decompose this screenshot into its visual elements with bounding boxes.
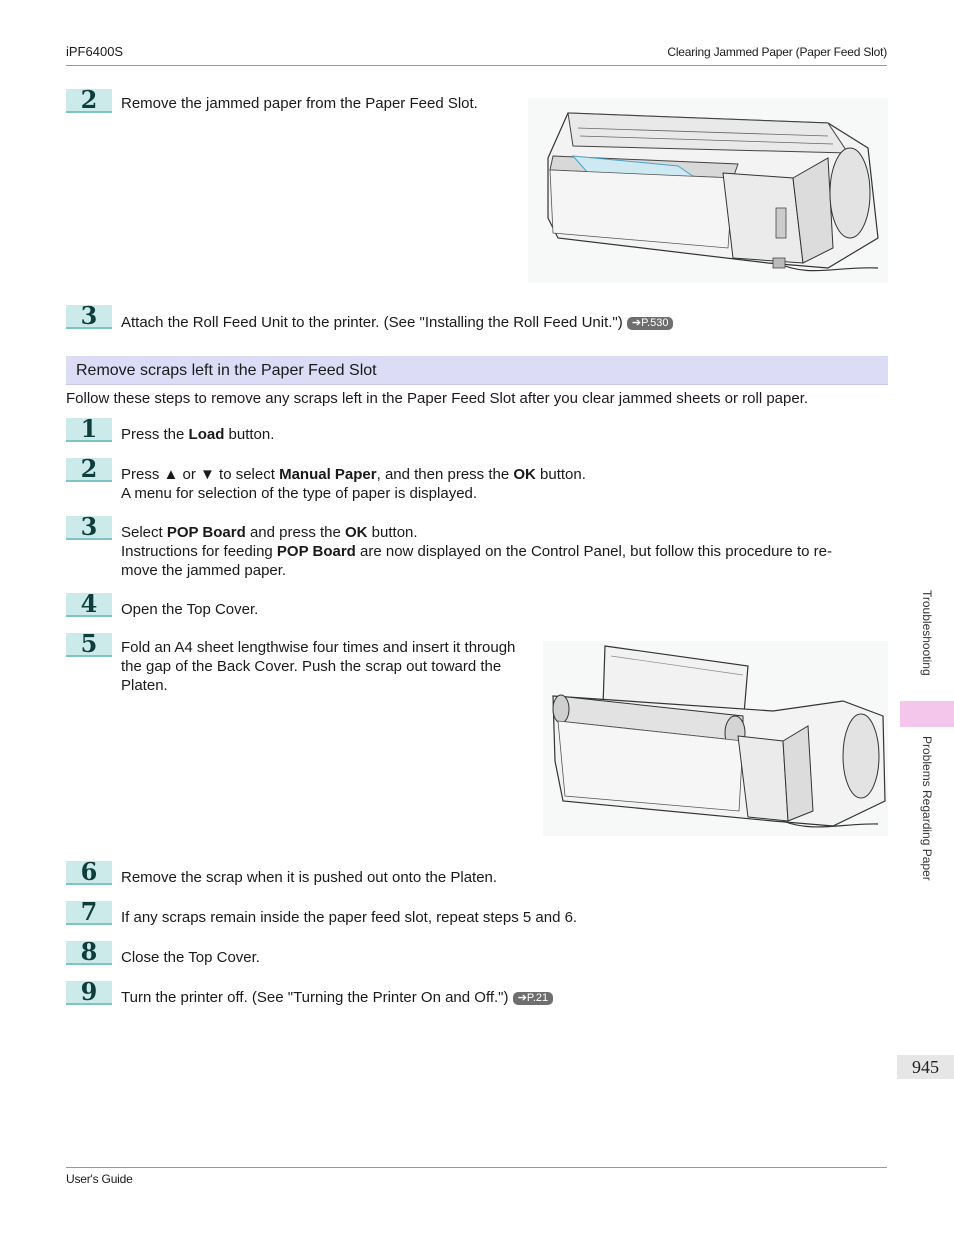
side-tab-highlight — [900, 701, 954, 727]
step-text: Press the Load button. — [121, 426, 275, 443]
step-number-badge: 3 — [66, 304, 112, 329]
header-section-title: Clearing Jammed Paper (Paper Feed Slot) — [667, 45, 887, 59]
step-number-badge: 6 — [66, 860, 112, 885]
printer-jammed-paper-illustration — [528, 98, 888, 283]
section-heading: Remove scraps left in the Paper Feed Slo… — [66, 356, 888, 385]
step-text: Fold an A4 sheet lengthwise four times a… — [121, 639, 516, 694]
step-number-badge: 7 — [66, 900, 112, 925]
side-tab-problems-regarding-paper[interactable]: Problems Regarding Paper — [920, 736, 934, 881]
page-reference-link[interactable]: ➔P.530 — [626, 317, 674, 330]
page-number: 945 — [897, 1055, 954, 1079]
step-number-badge: 3 — [66, 515, 112, 540]
step-text: Attach the Roll Feed Unit to the printer… — [121, 313, 674, 332]
step-text: Select POP Board and press the OK button… — [121, 524, 832, 579]
step-text: Remove the scrap when it is pushed out o… — [121, 869, 498, 886]
page-reference-link[interactable]: ➔P.21 — [512, 992, 554, 1005]
header-model: iPF6400S — [66, 44, 124, 59]
footer-divider — [66, 1167, 887, 1168]
step-number-badge: 5 — [66, 632, 112, 657]
footer-guide-title: User's Guide — [66, 1172, 133, 1186]
step-number-badge: 2 — [66, 457, 112, 482]
step-text: Press ▲ or ▼ to select Manual Paper, and… — [121, 466, 586, 502]
step-number-badge: 4 — [66, 592, 112, 617]
step-text: Turn the printer off. (See "Turning the … — [121, 988, 554, 1007]
step-text: Remove the jammed paper from the Paper F… — [121, 95, 478, 112]
step-text: If any scraps remain inside the paper fe… — [121, 909, 578, 926]
step-text: Open the Top Cover. — [121, 601, 259, 618]
step-text: Close the Top Cover. — [121, 949, 260, 966]
side-tab-troubleshooting[interactable]: Troubleshooting — [920, 590, 934, 676]
step-number-badge: 1 — [66, 417, 112, 442]
step-number-badge: 9 — [66, 980, 112, 1005]
header-divider — [66, 65, 887, 66]
printer-open-cover-illustration — [543, 641, 888, 836]
step-number-badge: 2 — [66, 88, 112, 113]
step-number-badge: 8 — [66, 940, 112, 965]
intro-paragraph: Follow these steps to remove any scraps … — [66, 390, 809, 407]
